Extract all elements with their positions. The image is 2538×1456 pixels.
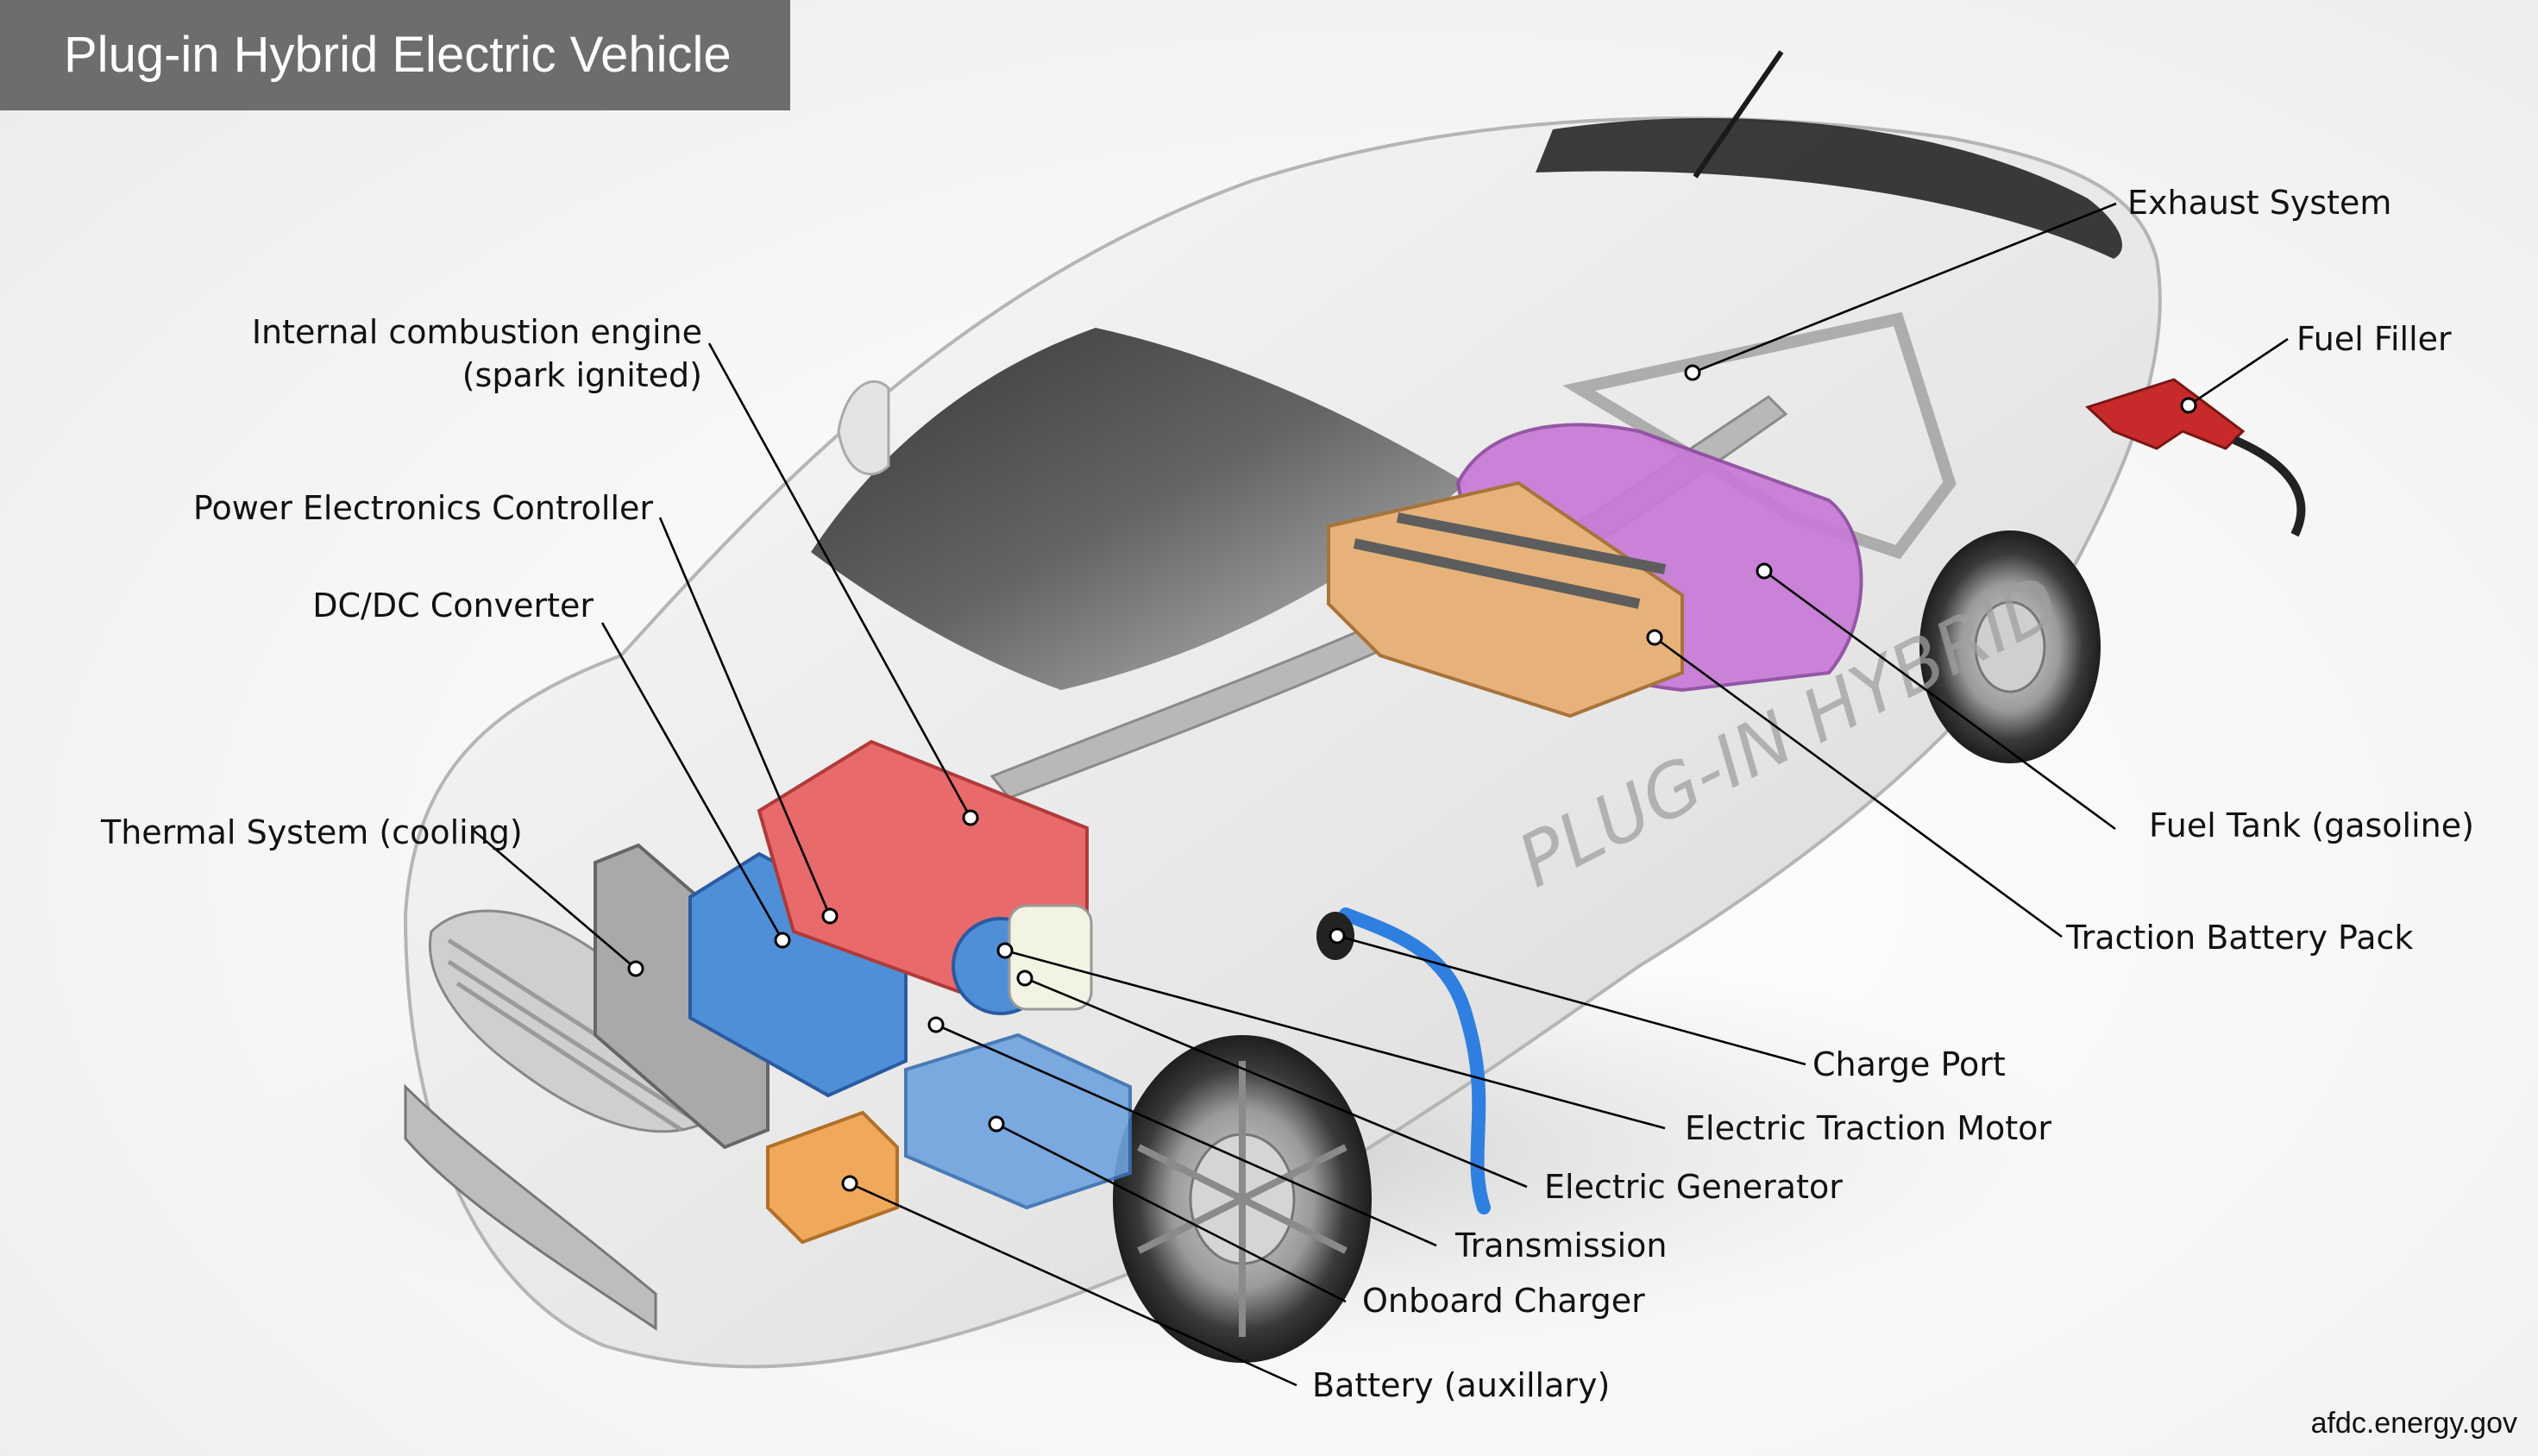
charge-cable [1339, 907, 1491, 1214]
leader-internal-combustion-engine [707, 342, 972, 819]
label-transmission: Transmission [1455, 1227, 1668, 1265]
label-exhaust-system: Exhaust System [2127, 184, 2392, 222]
leader-charge-port [1336, 934, 1806, 1066]
label-internal-combustion-engine-main: Internal combustion engine [251, 313, 702, 351]
label-dc-dc-converter: DC/DC Converter [312, 587, 594, 624]
leader-transmission [935, 1023, 1437, 1247]
leader-exhaust-system [1692, 202, 2117, 374]
lower-grille [404, 1083, 657, 1331]
leader-traction-battery-pack [1654, 636, 2063, 938]
label-onboard-charger: Onboard Charger [1362, 1282, 1645, 1320]
label-fuel-tank: Fuel Tank (gasoline) [2149, 806, 2474, 844]
label-traction-battery-pack: Traction Battery Pack [2066, 919, 2414, 957]
leader-power-electronics-controller [658, 517, 832, 917]
leader-battery-auxiliary [849, 1182, 1297, 1387]
fuel-hose [2233, 436, 2306, 537]
leader-dots [627, 364, 2197, 1192]
page-title: Plug-in Hybrid Electric Vehicle [0, 0, 790, 110]
label-fuel-filler: Fuel Filler [2296, 320, 2452, 358]
label-electric-generator: Electric Generator [1544, 1168, 1843, 1206]
antenna [1693, 50, 1784, 179]
label-internal-combustion-engine: Internal combustion engine (spark ignite… [252, 311, 702, 397]
source-credit: afdc.energy.gov [2310, 1407, 2517, 1440]
roof [1536, 117, 2122, 259]
traction-battery [1327, 480, 1684, 719]
exhaust-pipe [989, 395, 1788, 800]
leader-onboard-charger [996, 1122, 1347, 1303]
label-power-electronics-controller: Power Electronics Controller [192, 489, 653, 527]
leader-fuel-tank [1763, 569, 2116, 831]
leader-electric-traction-motor [1004, 949, 1666, 1130]
leader-lines [472, 202, 2289, 1387]
fuel-nozzle [2085, 378, 2246, 450]
leader-electric-generator [1024, 976, 1528, 1189]
label-electric-traction-motor: Electric Traction Motor [1685, 1109, 2051, 1147]
leader-dc-dc-converter [600, 622, 784, 941]
windshield [811, 328, 1467, 690]
label-battery-auxiliary: Battery (auxillary) [1312, 1366, 1611, 1404]
leader-fuel-filler [2188, 337, 2289, 407]
label-thermal-system: Thermal System (cooling) [101, 813, 523, 851]
coolant-reservoir [1008, 904, 1093, 1011]
label-internal-combustion-engine-sub: (spark ignited) [462, 356, 702, 394]
label-charge-port: Charge Port [1812, 1045, 2006, 1083]
leader-thermal-system [472, 829, 637, 970]
aux-battery [766, 1110, 899, 1245]
side-mirror [837, 380, 890, 475]
